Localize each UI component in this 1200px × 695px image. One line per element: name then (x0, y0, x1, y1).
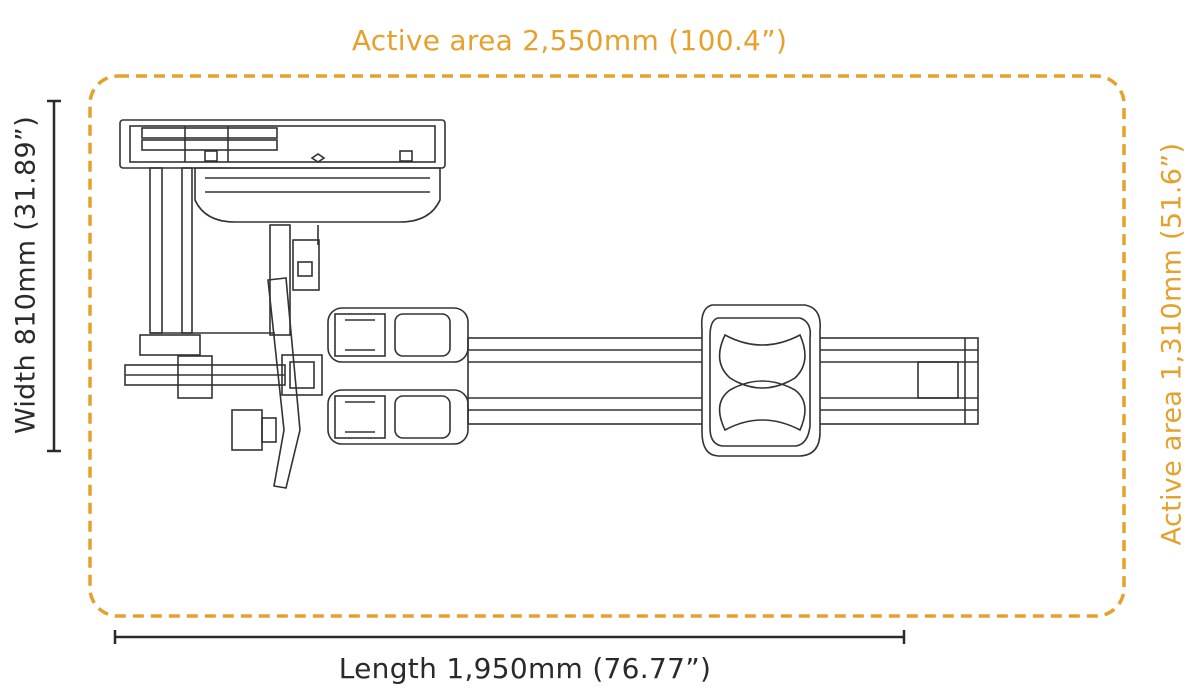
machine-width-label: Width 810mm (31.89”) (10, 115, 42, 435)
seat (700, 304, 822, 457)
width-dimension-line (47, 99, 61, 453)
length-dimension-line (113, 630, 906, 644)
handle-bar (267, 277, 301, 489)
rowing-machine-drawing (119, 119, 979, 489)
active-area-width-label: Active area 1,310mm (51.6”) (1156, 142, 1188, 546)
active-area-length-label: Active area 2,550mm (100.4”) (351, 24, 788, 57)
active-area-boundary (88, 74, 1126, 618)
tank-frame (119, 119, 446, 169)
machine-length-label: Length 1,950mm (76.77”) (338, 652, 712, 685)
footplate-bottom (327, 389, 469, 445)
footplate-top (327, 307, 469, 363)
water-tank (194, 167, 441, 223)
